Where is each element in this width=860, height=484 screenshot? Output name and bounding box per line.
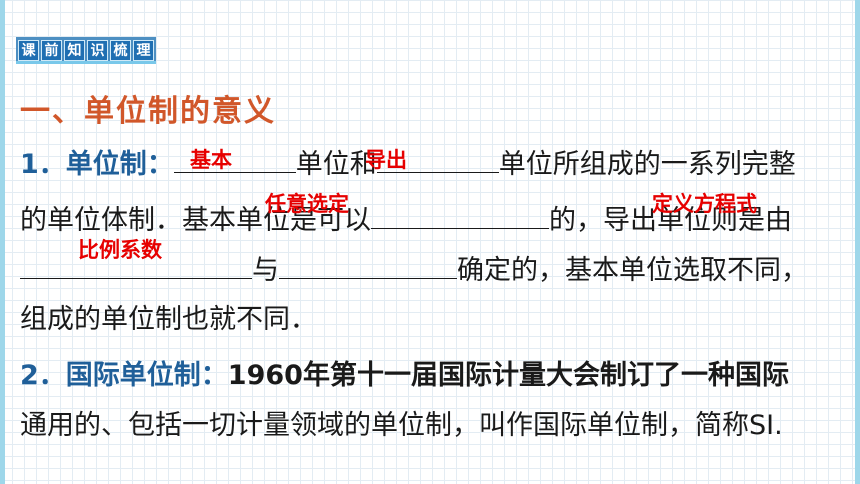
blank-2 bbox=[376, 146, 499, 173]
item2-line2: 通用的、包括一切计量领域的单位制，叫作国际单位制，简称SI. bbox=[20, 408, 783, 444]
item1-text-g: 组成的单位制也就不同． bbox=[20, 304, 317, 335]
left-accent-bar bbox=[0, 0, 5, 484]
answer-arbitrary: 任意选定 bbox=[265, 192, 349, 216]
section-tag-char: 课 bbox=[18, 40, 39, 61]
blank-3 bbox=[371, 202, 549, 229]
blank-1 bbox=[173, 146, 296, 173]
item1-line3: 与 确定的，基本单位选取不同， bbox=[20, 252, 808, 289]
item2-number: 2． bbox=[20, 360, 66, 391]
section-heading: 一、单位制的意义 bbox=[20, 94, 276, 129]
answer-proportional-coefficient: 比例系数 bbox=[78, 238, 162, 262]
section-tag-char: 知 bbox=[64, 40, 85, 61]
section-tag-char: 理 bbox=[133, 40, 154, 61]
item1-line1: 1．单位制： 单位和 单位所组成的一系列完整 bbox=[20, 146, 796, 183]
item1-line4: 组成的单位制也就不同． bbox=[20, 302, 317, 338]
item2-line1: 2．国际单位制：1960年第十一届国际计量大会制订了一种国际 bbox=[20, 358, 789, 394]
section-tag-char: 前 bbox=[41, 40, 62, 61]
item2-text-b: 通用的、包括一切计量领域的单位制，叫作国际单位制，简称SI. bbox=[20, 410, 783, 441]
item1-line2: 的单位体制．基本单位是可以 的，导出单位则是由 bbox=[20, 202, 792, 239]
item2-text-a: 1960年第十一届国际计量大会制订了一种国际 bbox=[227, 360, 789, 391]
item1-number: 1． bbox=[20, 149, 66, 180]
item2-term: 国际单位制： bbox=[65, 360, 228, 391]
item1-text-f: 确定的，基本单位选取不同， bbox=[457, 255, 808, 286]
right-accent-bar bbox=[855, 0, 860, 484]
item1-text-a: 单位和 bbox=[295, 149, 377, 180]
item1-term: 单位制： bbox=[65, 149, 174, 180]
section-tag-char: 识 bbox=[87, 40, 108, 61]
blank-4 bbox=[20, 252, 252, 279]
answer-basic: 基本 bbox=[190, 148, 232, 172]
item1-text-d: 的，导出单位则是由 bbox=[549, 205, 792, 236]
item1-text-b: 单位所组成的一系列完整 bbox=[498, 149, 796, 180]
answer-derived: 导出 bbox=[365, 148, 407, 172]
answer-definition-equation: 定义方程式 bbox=[652, 192, 757, 216]
blank-5 bbox=[279, 252, 457, 279]
section-tag-char: 梳 bbox=[110, 40, 131, 61]
item1-text-c: 的单位体制．基本单位是可以 bbox=[20, 205, 371, 236]
item1-text-e: 与 bbox=[252, 255, 279, 286]
section-tag: 课 前 知 识 梳 理 bbox=[16, 37, 156, 64]
